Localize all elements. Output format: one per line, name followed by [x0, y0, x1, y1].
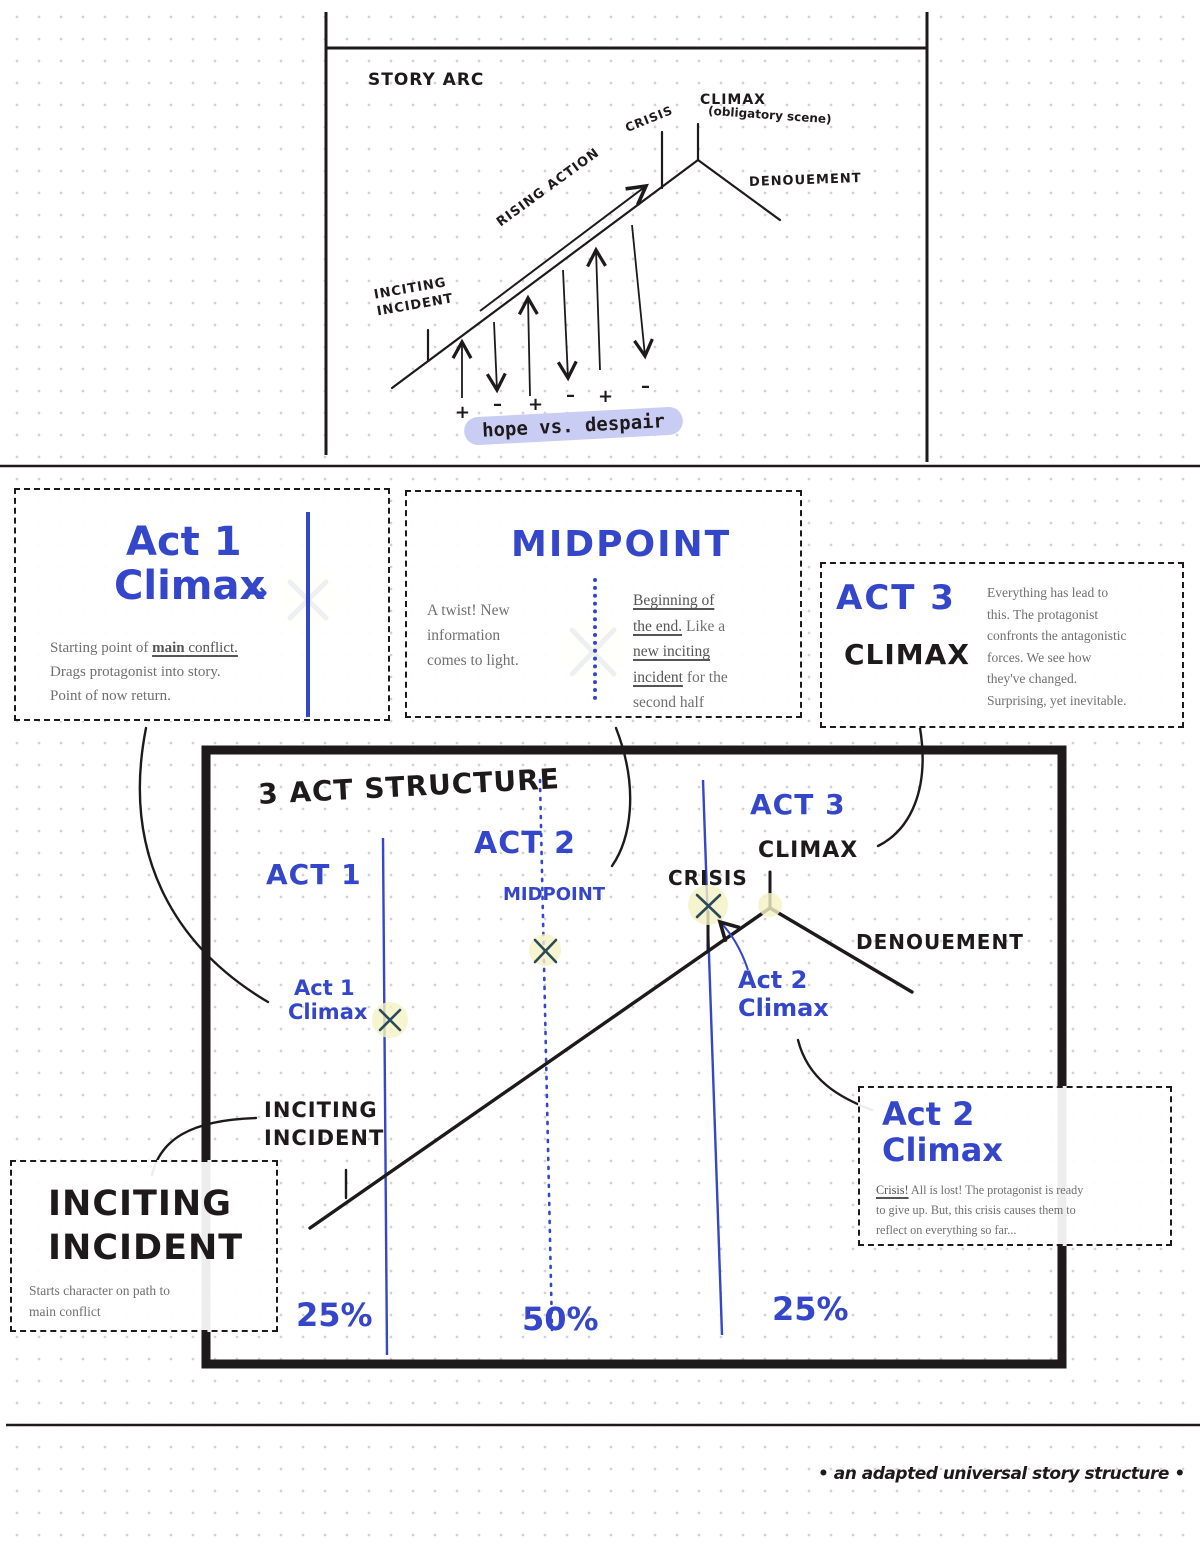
act1-card-title-line2: Climax — [114, 563, 266, 609]
structure-denouement-label: DENOUEMENT — [856, 930, 1024, 954]
midpoint-right-line1: Beginning of — [633, 592, 715, 609]
structure-midpoint-label: MIDPOINT — [503, 884, 606, 905]
structure-act1-climax: Act 1 Climax — [288, 976, 367, 1024]
act2-card-title-line1: Act 2 — [882, 1095, 975, 1133]
act1-card-divider — [306, 512, 310, 717]
structure-frame — [201, 745, 1067, 1369]
act3-climax-card: ACT 3 CLIMAX Everything has lead to this… — [820, 562, 1184, 728]
structure-act1-climax-line2: Climax — [288, 1000, 368, 1024]
act1-card-title-line1: Act 1 — [126, 519, 242, 565]
footer-bullet-left-icon: • — [818, 1464, 829, 1484]
sign-3: + — [528, 394, 544, 415]
structure-act2-climax-line1: Act 2 — [738, 966, 808, 994]
sign-4: – — [566, 385, 575, 406]
x-marks — [378, 893, 722, 1032]
inciting-card-text: Starts character on path to main conflic… — [29, 1280, 170, 1322]
midpoint-card-right-text: Beginning of the end. Like a new incitin… — [633, 588, 728, 716]
structure-pct-act1: 25% — [296, 1296, 373, 1334]
act2-card-text: Crisis! All is lost! The protagonist is … — [876, 1180, 1083, 1240]
act3-card-line3: confronts the antagonistic — [987, 628, 1127, 643]
midpoint-left-line2: information — [427, 627, 501, 644]
inciting-card-line1: Starts character on path to — [29, 1283, 170, 1298]
structure-act1-climax-line1: Act 1 — [294, 976, 355, 1000]
structure-inciting-line2: INCIDENT — [264, 1126, 385, 1150]
midpoint-right-line4-rest: for the — [682, 668, 728, 686]
act2-card-line1-rest: All is lost! The protagonist is ready — [908, 1183, 1084, 1197]
structure-crisis-label: CRISIS — [668, 866, 748, 890]
sign-5: + — [598, 386, 614, 407]
act3-card-line6: Surprising, yet inevitable. — [987, 692, 1127, 708]
story-arc-climax: CLIMAX — [700, 92, 766, 108]
midpoint-card-left-text: A twist! New information comes to light. — [427, 598, 519, 673]
hope-despair-arrows — [451, 224, 654, 398]
midpoint-card: MIDPOINT A twist! New information comes … — [405, 490, 802, 718]
act3-card-line5: they've changed. — [987, 671, 1078, 686]
act1-card-text-underlined: conflict. — [184, 640, 238, 656]
act2-divider — [701, 779, 724, 1336]
act3-card-title-line2: CLIMAX — [844, 638, 970, 671]
act3-card-text: Everything has lead to this. The protago… — [987, 582, 1126, 711]
act1-divider — [381, 837, 389, 1356]
inciting-card-title: INCITING INCIDENT — [48, 1182, 243, 1270]
act1-card-arrow-icon: → — [246, 578, 268, 608]
structure-act2-label: ACT 2 — [474, 826, 577, 861]
structure-climax-label: CLIMAX — [758, 838, 859, 863]
footer-caption-text: an adapted universal story structure — [833, 1464, 1170, 1484]
midpoint-right-line2-u: the end. — [633, 617, 683, 635]
act3-card-title-line1: ACT 3 — [836, 578, 956, 618]
midpoint-divider — [538, 778, 554, 1332]
footer-bullet-right-icon: • — [1174, 1464, 1185, 1484]
act2-climax-card: Act 2 Climax Crisis! All is lost! The pr… — [858, 1086, 1172, 1246]
midpoint-right-line5: second half — [633, 694, 705, 711]
midpoint-right-line2-rest: Like a — [682, 617, 726, 635]
midpoint-left-line3: comes to light. — [427, 652, 519, 669]
rising-action-arrow — [479, 183, 649, 312]
story-arc-frame — [324, 12, 929, 462]
act1-card-title: Act 1 Climax — [114, 519, 265, 608]
footer-caption: • an adapted universal story structure • — [818, 1464, 1185, 1484]
act1-climax-card: Act 1 Climax → Starting point of main co… — [14, 488, 390, 721]
act1-card-text: Starting point of main conflict. Drags p… — [50, 636, 238, 708]
midpoint-right-line4-u: incident — [633, 668, 683, 686]
act2-card-title: Act 2 Climax — [882, 1096, 1003, 1168]
structure-curve — [308, 870, 914, 1230]
midpoint-card-divider — [593, 578, 601, 700]
act1-card-text-emphasis: main — [152, 640, 185, 656]
structure-act3-label: ACT 3 — [750, 788, 846, 821]
act1-card-line3: Point of now return. — [50, 688, 171, 704]
act2-card-crisis-word: Crisis! — [876, 1183, 909, 1197]
structure-pct-act3: 25% — [772, 1290, 849, 1328]
midpoint-left-line1: A twist! New — [427, 602, 510, 619]
structure-pct-act2: 50% — [522, 1300, 599, 1338]
structure-act2-climax-line2: Climax — [738, 994, 829, 1022]
inciting-incident-card: INCITING INCIDENT Starts character on pa… — [10, 1160, 278, 1332]
story-arc-title: STORY ARC — [368, 70, 485, 90]
structure-act1-label: ACT 1 — [266, 858, 362, 891]
act3-card-line1: Everything has lead to — [987, 585, 1109, 600]
act1-card-text-prefix: Starting point of — [50, 640, 153, 656]
act1-card-line2: Drags protagonist into story. — [50, 664, 221, 680]
inciting-card-title-line1: INCITING — [48, 1184, 232, 1224]
structure-inciting-line1: INCITING — [264, 1098, 378, 1122]
act2-card-line3: reflect on everything so far... — [876, 1223, 1017, 1237]
inciting-card-title-line2: INCIDENT — [48, 1228, 244, 1268]
structure-inciting: INCITING INCIDENT — [264, 1096, 384, 1152]
sign-1: + — [455, 402, 471, 423]
act2-card-title-line2: Climax — [882, 1131, 1003, 1169]
act2-card-line2: to give up. But, this crisis causes them… — [876, 1203, 1076, 1217]
act2-climax-pointer — [717, 919, 749, 971]
midpoint-card-title: MIDPOINT — [511, 524, 732, 565]
sign-6: – — [641, 376, 650, 397]
act3-card-line2: this. The protagonist — [987, 606, 1099, 622]
structure-act2-climax: Act 2 Climax — [738, 966, 829, 1022]
inciting-card-line2: main conflict — [29, 1304, 101, 1319]
midpoint-right-line3: new inciting — [633, 643, 711, 660]
act3-card-line4: forces. We see how — [987, 649, 1092, 665]
sign-2: – — [493, 394, 502, 415]
